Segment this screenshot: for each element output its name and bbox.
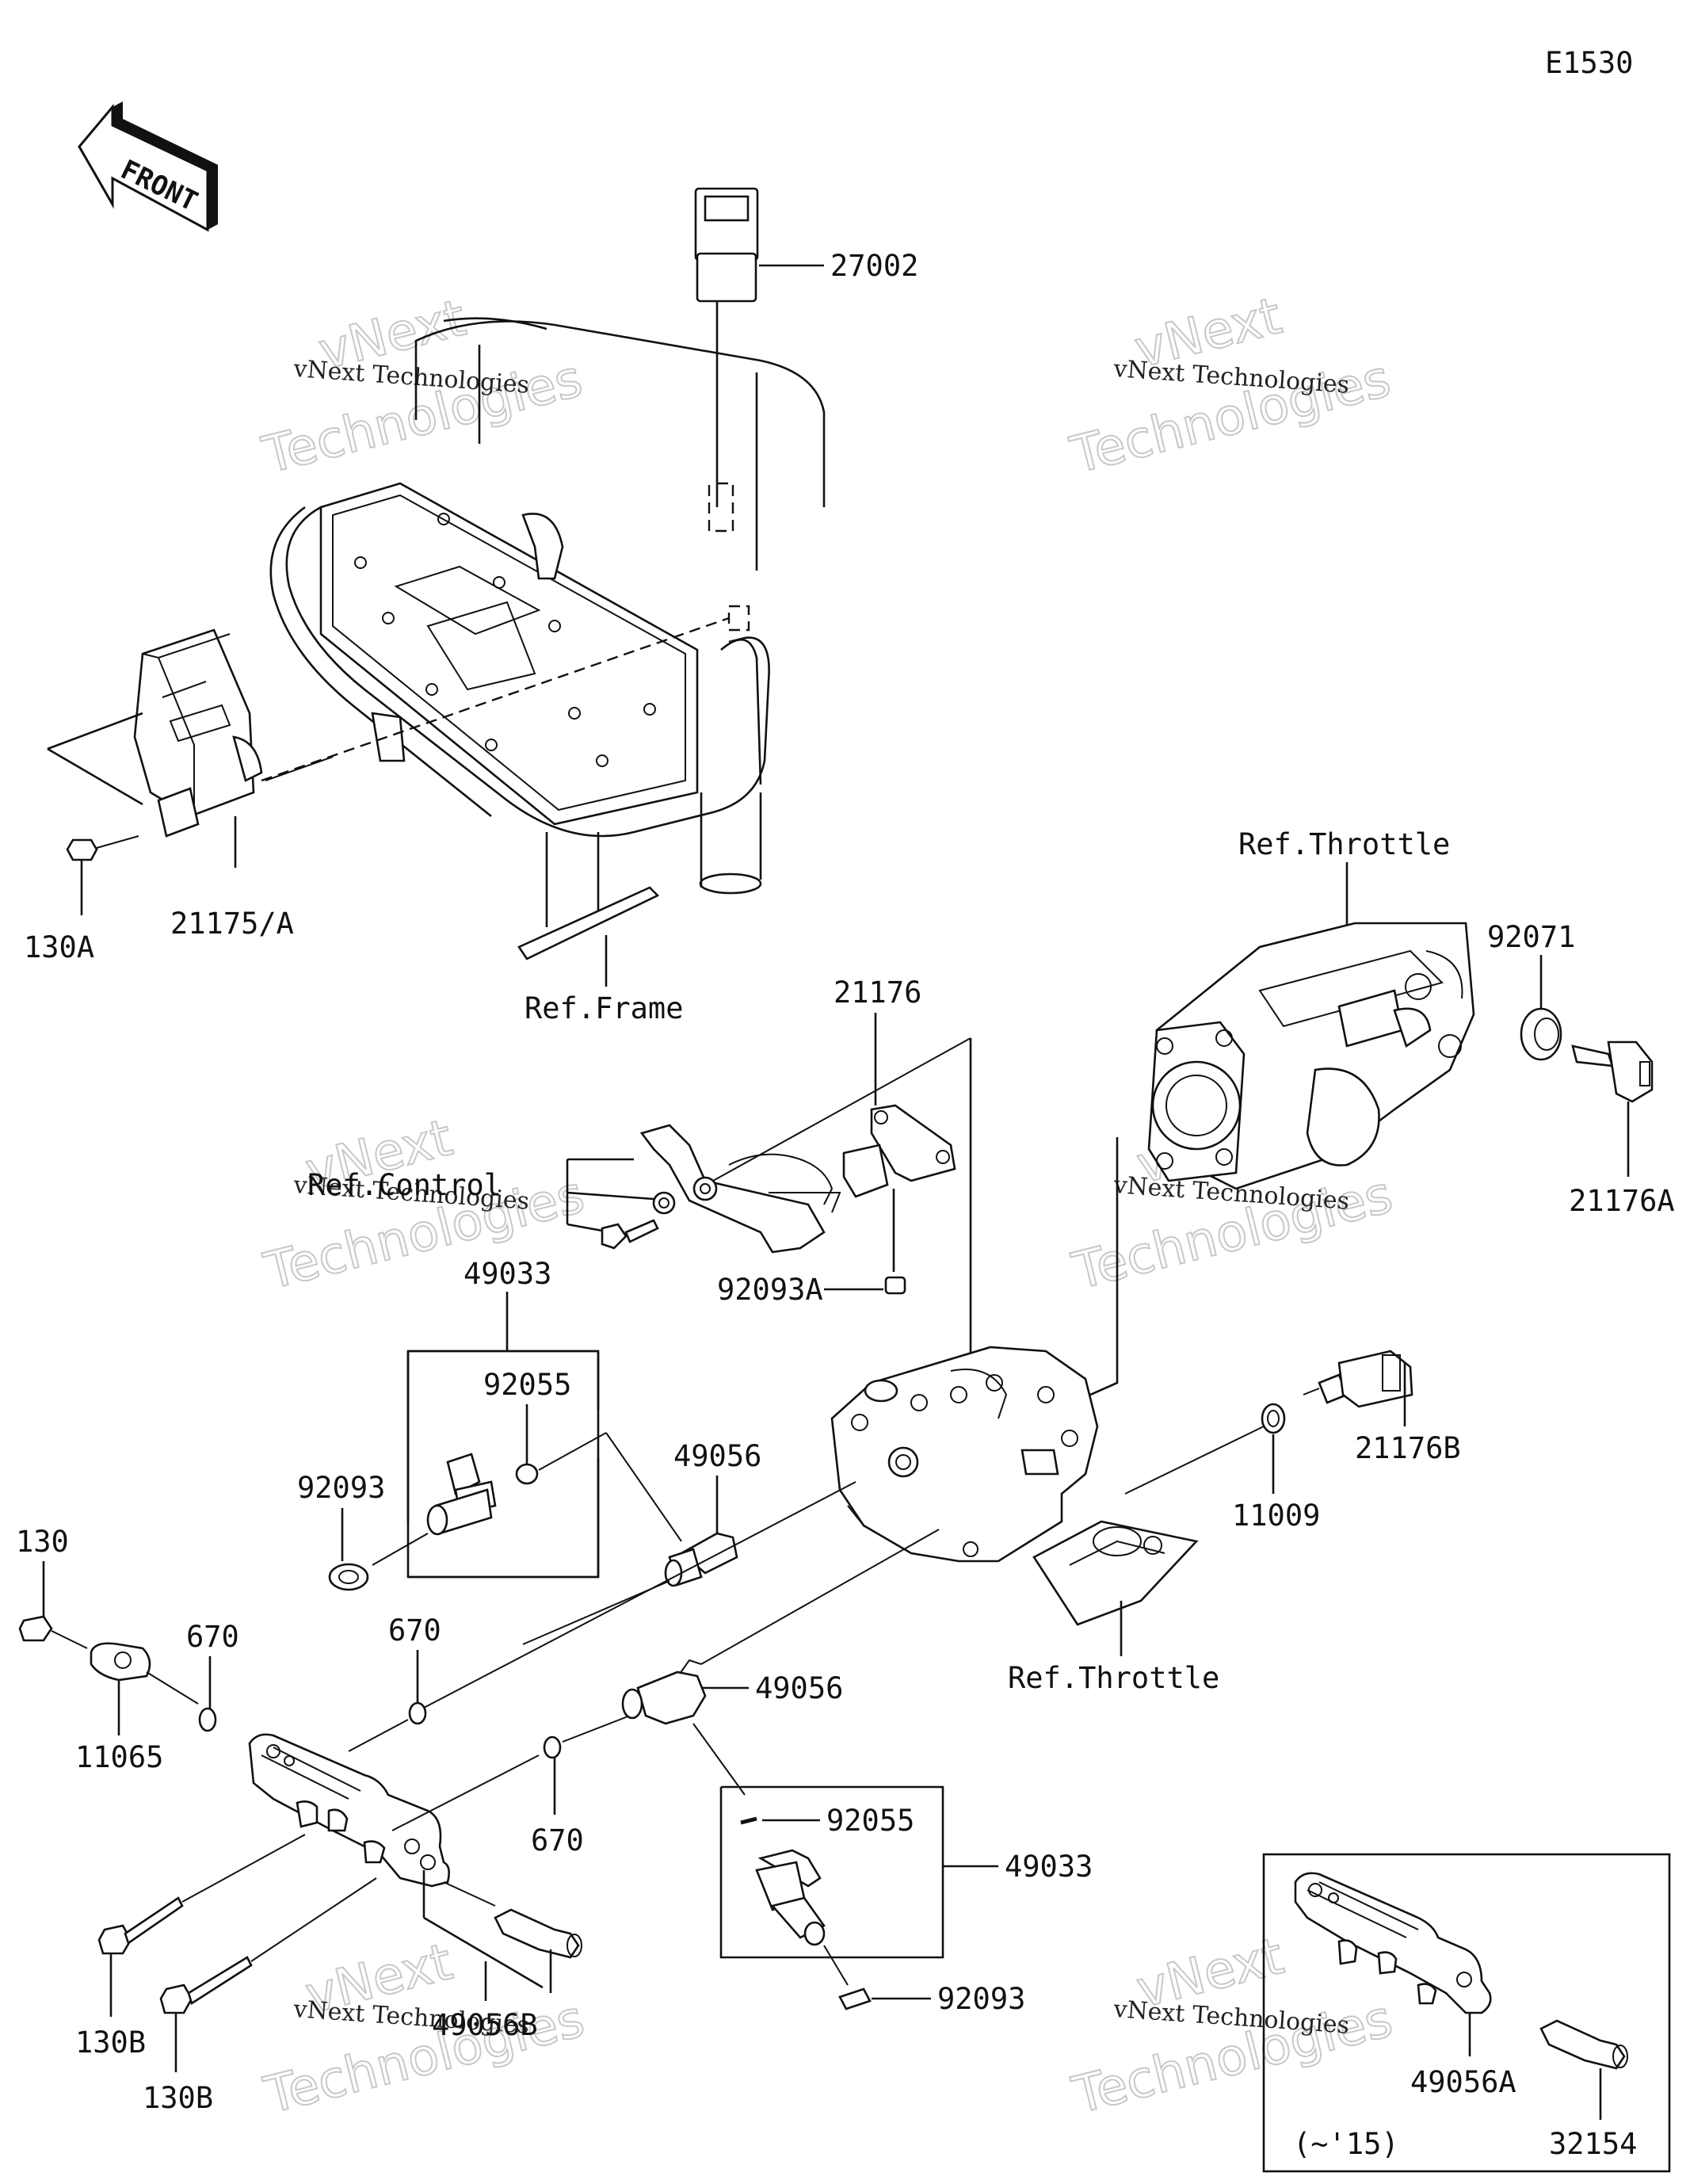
label-ref-frame[interactable]: Ref.Frame <box>525 991 683 1025</box>
label-49033-bot[interactable]: 49033 <box>1005 1850 1093 1884</box>
oring-670-c-icon <box>543 1735 562 1759</box>
label-11009[interactable]: 11009 <box>1232 1499 1320 1533</box>
label-21176a[interactable]: 21176A <box>1569 1184 1675 1218</box>
label-32154[interactable]: 32154 <box>1549 2127 1637 2161</box>
bolt-130b-b-icon <box>159 1956 253 2014</box>
injector-49033-bot-icon <box>755 1849 826 1946</box>
sensor-21176b-icon <box>1303 1350 1413 1408</box>
cap-11065-icon <box>90 1642 151 1682</box>
control-bracket-icon <box>601 1124 841 1254</box>
bolt-130a-icon <box>66 835 139 915</box>
label-92093a[interactable]: 92093A <box>717 1273 823 1307</box>
label-21175[interactable]: 21175/A <box>170 907 294 941</box>
sensor-21176-icon <box>842 1104 956 1198</box>
label-130b-b[interactable]: 130B <box>143 2081 213 2115</box>
injector-49033-top-icon <box>426 1453 497 1536</box>
oring-11009-icon <box>1261 1403 1286 1434</box>
label-130[interactable]: 130 <box>16 1525 69 1559</box>
label-670-a[interactable]: 670 <box>186 1620 239 1654</box>
label-92055-top[interactable]: 92055 <box>483 1368 571 1402</box>
ecu-21175-icon <box>133 628 263 838</box>
label-92093-bot[interactable]: 92093 <box>937 1982 1025 2016</box>
inset-box <box>1262 1853 1671 2173</box>
label-49056b[interactable]: 49056B <box>432 2008 538 2042</box>
fuel-rail-icon <box>248 1733 450 1888</box>
label-21176[interactable]: 21176 <box>834 976 921 1010</box>
sensor-21176a-icon <box>1571 1040 1654 1103</box>
joint-49056-top-icon <box>664 1532 738 1587</box>
oring-670-a-icon <box>198 1707 217 1732</box>
throttle-body-icon <box>1147 922 1475 1190</box>
diagram-code: E1530 <box>1545 46 1633 80</box>
label-670-b[interactable]: 670 <box>388 1613 441 1648</box>
label-49033-top[interactable]: 49033 <box>464 1257 551 1291</box>
label-49056-mid[interactable]: 49056 <box>755 1671 843 1705</box>
frame-icon <box>261 317 826 960</box>
joint-49056-mid-icon <box>621 1659 707 1725</box>
label-92071[interactable]: 92071 <box>1487 920 1575 954</box>
label-92093-top[interactable]: 92093 <box>297 1471 385 1505</box>
label-ref-control[interactable]: Ref.Control <box>307 1168 502 1202</box>
pipe-32154-icon <box>1539 2019 1628 2070</box>
connector-27002-icon <box>694 187 759 533</box>
seal-92093-top-icon <box>328 1563 369 1591</box>
grommet-92071-icon <box>1520 1007 1562 1061</box>
label-670-c[interactable]: 670 <box>531 1823 584 1858</box>
oring-92055-bot-icon <box>740 1816 757 1825</box>
label-130b-a[interactable]: 130B <box>75 2026 146 2060</box>
label-49056a[interactable]: 49056A <box>1410 2065 1516 2099</box>
label-ref-throttle-mid[interactable]: Ref.Throttle <box>1008 1661 1219 1695</box>
seal-92093-bot-icon <box>838 1987 872 2010</box>
nut-92093a-icon <box>884 1276 906 1295</box>
pipe-49056b-icon <box>494 1908 582 1959</box>
label-130a[interactable]: 130A <box>24 930 94 964</box>
label-21176b[interactable]: 21176B <box>1355 1431 1461 1465</box>
label-27002: 27002 <box>830 249 918 283</box>
bolt-130-icon <box>18 1615 88 1649</box>
front-arrow-icon: FRONT <box>78 101 218 232</box>
fuel-rail-inset-icon <box>1294 1872 1492 2014</box>
bolt-130b-a-icon <box>97 1896 184 1955</box>
oring-670-b-icon <box>408 1701 427 1725</box>
inset-note: (~'15) <box>1293 2127 1399 2161</box>
intake-manifold-icon <box>830 1346 1199 1626</box>
label-49056-top[interactable]: 49056 <box>673 1439 761 1473</box>
label-11065[interactable]: 11065 <box>75 1740 163 1774</box>
label-ref-throttle-top[interactable]: Ref.Throttle <box>1238 827 1450 861</box>
label-92055-bot[interactable]: 92055 <box>826 1804 914 1838</box>
oring-92055-top-icon <box>515 1463 539 1485</box>
